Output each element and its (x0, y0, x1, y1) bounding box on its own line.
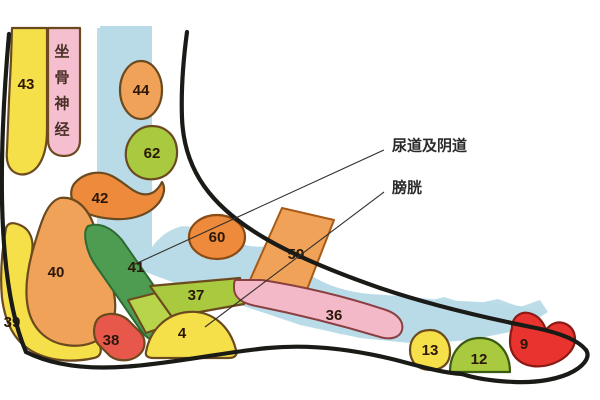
callout-text-group: 尿道及阴道 膀胱 (392, 137, 467, 197)
zone-label-4: 4 (178, 325, 187, 342)
zone-label-40: 40 (48, 264, 65, 281)
zone-label-62: 62 (144, 145, 161, 162)
zone-60[interactable]: 60 (187, 213, 247, 261)
zone-9[interactable]: 9 (508, 311, 576, 368)
zone-label-37: 37 (188, 287, 205, 304)
sciatic-char-0: 坐 (54, 43, 69, 61)
sciatic-char-2: 神 (54, 95, 69, 113)
zone-37[interactable]: 37 (148, 276, 246, 319)
callout-leader-lines (132, 149, 385, 328)
zone-36[interactable]: 36 (233, 279, 404, 340)
zone-label-41: 41 (128, 259, 145, 276)
sciatic-nerve-vertical-text: 坐 骨 神 经 (54, 43, 69, 139)
zone-38[interactable]: 38 (93, 312, 146, 362)
callout-label-bladder: 膀胱 (392, 179, 422, 197)
callout-label-urethra-vagina: 尿道及阴道 (392, 137, 467, 155)
foot-outline (0, 29, 590, 385)
zone-label-9: 9 (520, 336, 528, 353)
sciatic-char-1: 骨 (54, 69, 69, 87)
zone-12[interactable]: 12 (448, 336, 512, 374)
zone-13[interactable]: 13 (408, 328, 452, 372)
leader-line-urethra-vagina (132, 149, 385, 266)
zone-label-43: 43 (18, 76, 35, 93)
zone-label-13: 13 (422, 342, 439, 359)
sciatic-char-3: 经 (54, 121, 69, 139)
sciatic-nerve-band[interactable] (46, 26, 82, 158)
zone-43[interactable]: 43 (5, 26, 49, 176)
zone-62[interactable]: 62 (124, 124, 179, 181)
zone-44[interactable]: 44 (118, 59, 164, 121)
zone-label-60: 60 (209, 229, 226, 246)
zone-42[interactable]: 42 (70, 171, 166, 221)
leader-line-bladder (204, 191, 385, 328)
zone-label-38: 38 (103, 332, 120, 349)
zone-label-42: 42 (92, 190, 109, 207)
zone-label-12: 12 (471, 351, 488, 368)
zone-label-44: 44 (133, 82, 150, 99)
zone-label-36: 36 (326, 307, 343, 324)
